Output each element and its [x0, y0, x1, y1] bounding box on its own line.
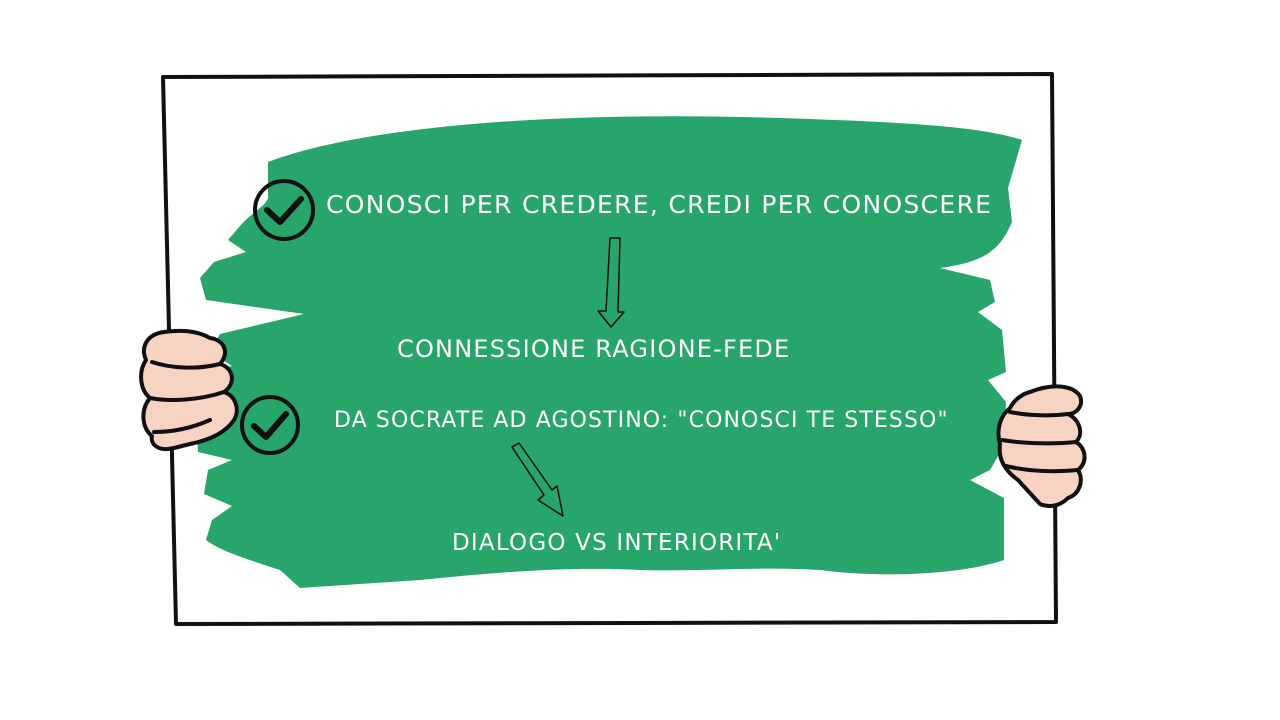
left-hand [141, 331, 237, 449]
text-line-2: CONNESSIONE RAGIONE-FEDE [397, 337, 790, 361]
text-line-3: DA SOCRATE AD AGOSTINO: "CONOSCI TE STES… [334, 410, 949, 432]
text-line-1: CONOSCI PER CREDERE, CREDI PER CONOSCERE [326, 192, 992, 217]
text-line-4: DIALOGO VS INTERIORITA' [452, 532, 781, 555]
